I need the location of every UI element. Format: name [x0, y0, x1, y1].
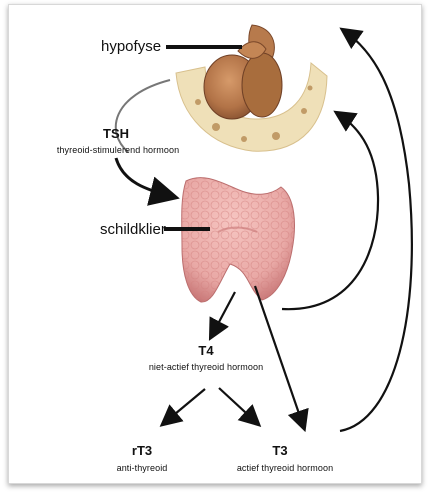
tsh-arc	[116, 80, 170, 152]
t3-title: T3	[272, 443, 287, 458]
rt3-description: anti-thyreoid	[117, 463, 168, 473]
t4-to-t3-arrow	[219, 388, 258, 424]
thyroid-to-t3-arrow	[255, 286, 304, 428]
thyroid-illustration	[182, 178, 295, 302]
t4-description: niet-actief thyreoid hormoon	[149, 362, 263, 372]
thyroid-to-t4-arrow	[211, 292, 235, 337]
tsh-to-thyroid-arrow	[116, 158, 174, 197]
t3-description: actief thyreoid hormoon	[237, 463, 333, 473]
pituitary-illustration	[176, 25, 327, 151]
rt3-title: rT3	[132, 443, 152, 458]
pituitary-label: hypofyse	[101, 38, 161, 55]
t4-to-rt3-arrow	[163, 389, 205, 424]
t4-title: T4	[198, 343, 213, 358]
tsh-description: thyreoid-stimulerend hormoon	[57, 145, 179, 155]
tsh-title: TSH	[103, 126, 129, 141]
thyroid-label: schildklier	[100, 221, 166, 238]
thyroid-feedback-arrow	[282, 113, 378, 309]
